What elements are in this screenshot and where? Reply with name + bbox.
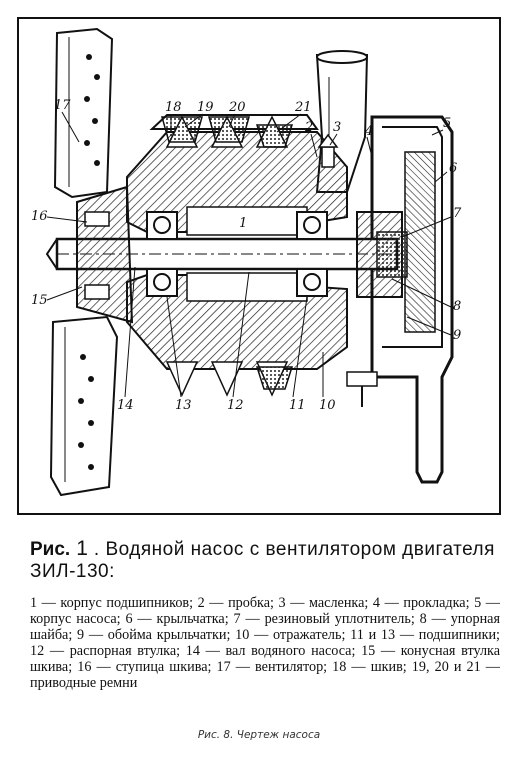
part-label-14: 14 xyxy=(117,398,134,413)
part-label-3: 3 xyxy=(333,120,341,135)
part-label-18: 18 xyxy=(165,100,182,115)
drive-belts xyxy=(161,116,294,390)
pulley-hub xyxy=(76,185,134,324)
part-label-11: 11 xyxy=(289,398,306,413)
part-label-15: 15 xyxy=(31,293,48,308)
pump-housing xyxy=(370,115,454,484)
part-label-13: 13 xyxy=(175,398,192,413)
pump-cross-section: 17 18 19 20 21 2 3 4 5 6 7 1 8 9 xyxy=(17,17,501,515)
caption-legend: 1 — корпус подшипников; 2 — пробка; 3 — … xyxy=(30,595,500,692)
part-label-21: 21 xyxy=(294,100,312,115)
caption-number: 1 xyxy=(76,537,88,560)
part-labels: 17 18 19 20 21 2 3 4 5 6 7 1 8 9 xyxy=(31,98,462,413)
part-label-10: 10 xyxy=(319,398,336,413)
part-label-6: 6 xyxy=(449,161,457,176)
impeller xyxy=(356,211,408,298)
part-label-2: 2 xyxy=(304,120,313,135)
part-label-8: 8 xyxy=(453,299,461,314)
caption-label: Рис. xyxy=(30,539,71,560)
part-label-17: 17 xyxy=(54,98,71,113)
figure-frame xyxy=(17,17,501,515)
caption-description: . Водяной насос с вентилятором двигателя… xyxy=(30,539,495,582)
part-label-4: 4 xyxy=(364,124,373,139)
figure-caption: Рис.1. Водяной насос с вентилятором двиг… xyxy=(30,538,500,692)
footer-caption: Рис. 8. Чертеж насоса xyxy=(197,729,321,741)
part-label-5: 5 xyxy=(443,116,451,131)
part-label-9: 9 xyxy=(453,328,461,343)
bearings xyxy=(146,211,328,297)
part-label-20: 20 xyxy=(228,100,246,115)
housing-bolt xyxy=(346,371,378,407)
fan-blade-upper xyxy=(53,27,114,199)
part-label-12: 12 xyxy=(227,398,244,413)
pump-drawing: 17 18 19 20 21 2 3 4 5 6 7 1 8 9 xyxy=(17,17,501,515)
caption-title: Рис.1. Водяной насос с вентилятором двиг… xyxy=(30,538,500,583)
fan-blade-lower xyxy=(49,315,119,497)
bearing-housing xyxy=(126,131,348,370)
part-label-16: 16 xyxy=(31,209,48,224)
part-label-19: 19 xyxy=(197,100,214,115)
part-label-7: 7 xyxy=(453,206,462,221)
part-label-1: 1 xyxy=(239,216,247,231)
